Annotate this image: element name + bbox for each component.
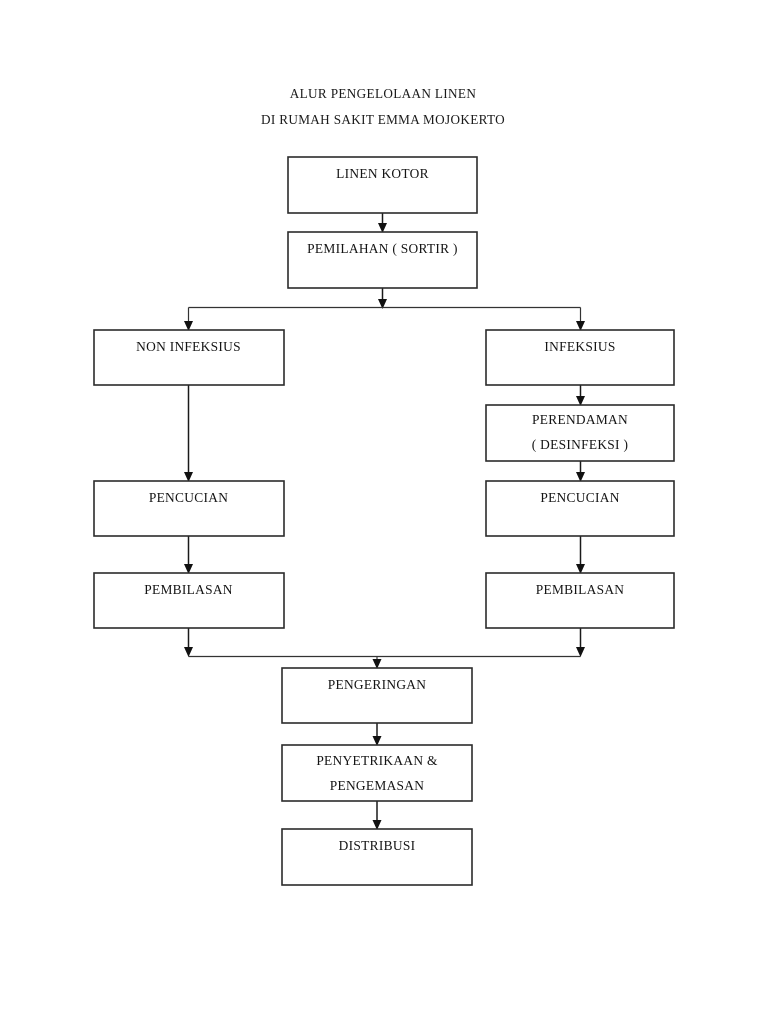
edge-perendaman-to-pencucian bbox=[576, 461, 585, 482]
node-layer: LINEN KOTOR PEMILAHAN ( SORTIR ) NON INF… bbox=[93, 156, 675, 886]
arrow-head-icon bbox=[184, 321, 193, 331]
node-distribusi[interactable]: DISTRIBUSI bbox=[281, 828, 473, 886]
arrow-head-icon bbox=[378, 223, 387, 233]
node-label: PEMILAHAN ( SORTIR ) bbox=[307, 241, 458, 256]
node-penyetrikaan-pengemasan[interactable]: PENYETRIKAAN & PENGEMASAN bbox=[281, 744, 473, 802]
node-box[interactable] bbox=[93, 329, 285, 386]
edge-pengeringan-to-penyetrikaan bbox=[372, 723, 382, 746]
node-label: INFEKSIUS bbox=[544, 339, 615, 354]
node-linen-kotor[interactable]: LINEN KOTOR bbox=[287, 156, 478, 214]
arrow-head-icon bbox=[184, 647, 193, 657]
node-label: PEMBILASAN bbox=[144, 582, 233, 597]
node-perendaman[interactable]: PERENDAMAN ( DESINFEKSI ) bbox=[485, 404, 675, 462]
node-label: DISTRIBUSI bbox=[339, 838, 416, 853]
arrow-head-icon bbox=[372, 820, 382, 830]
node-pengeringan[interactable]: PENGERINGAN bbox=[281, 667, 473, 724]
arrow-head-icon bbox=[184, 472, 193, 482]
diagram-title: ALUR PENGELOLAAN LINEN DI RUMAH SAKIT EM… bbox=[261, 86, 505, 127]
node-label-line-1: PERENDAMAN bbox=[532, 412, 628, 427]
node-label-line-1: PENYETRIKAAN & bbox=[316, 753, 438, 768]
edge-non-infeksius-to-pencucian bbox=[184, 385, 193, 482]
arrow-head-icon bbox=[378, 299, 387, 309]
node-box[interactable] bbox=[485, 480, 675, 537]
node-label-line-2: PENGEMASAN bbox=[330, 778, 425, 793]
node-pembilasan-kanan[interactable]: PEMBILASAN bbox=[485, 572, 675, 629]
arrow-head-icon bbox=[576, 396, 585, 406]
edge-infeksius-to-perendaman bbox=[576, 385, 585, 406]
node-box[interactable] bbox=[93, 572, 285, 629]
node-non-infeksius[interactable]: NON INFEKSIUS bbox=[93, 329, 285, 386]
node-label: PENGERINGAN bbox=[328, 677, 427, 692]
node-label: PENCUCIAN bbox=[149, 490, 228, 505]
node-pemilahan[interactable]: PEMILAHAN ( SORTIR ) bbox=[287, 231, 478, 289]
node-pencucian-kiri[interactable]: PENCUCIAN bbox=[93, 480, 285, 537]
arrow-head-icon bbox=[576, 647, 585, 657]
title-line-2: DI RUMAH SAKIT EMMA MOJOKERTO bbox=[261, 112, 505, 127]
node-label: NON INFEKSIUS bbox=[136, 339, 241, 354]
edge-pencucian-to-pembilasan-left bbox=[184, 536, 193, 574]
node-box[interactable] bbox=[485, 572, 675, 629]
node-box[interactable] bbox=[281, 667, 473, 724]
node-box[interactable] bbox=[485, 404, 675, 462]
edge-pencucian-to-pembilasan-right bbox=[576, 536, 585, 574]
title-line-1: ALUR PENGELOLAAN LINEN bbox=[290, 86, 477, 101]
edge-linen-kotor-to-pemilahan bbox=[378, 213, 387, 233]
node-box[interactable] bbox=[281, 744, 473, 802]
arrow-head-icon bbox=[372, 659, 382, 669]
edge-penyetrikaan-to-distribusi bbox=[372, 801, 382, 830]
node-box[interactable] bbox=[287, 156, 478, 214]
node-label: PENCUCIAN bbox=[540, 490, 619, 505]
node-box[interactable] bbox=[287, 231, 478, 289]
arrow-head-icon bbox=[576, 472, 585, 482]
arrow-head-icon bbox=[576, 321, 585, 331]
node-pembilasan-kiri[interactable]: PEMBILASAN bbox=[93, 572, 285, 629]
node-infeksius[interactable]: INFEKSIUS bbox=[485, 329, 675, 386]
node-box[interactable] bbox=[93, 480, 285, 537]
connector-layer bbox=[184, 213, 585, 830]
node-label: LINEN KOTOR bbox=[336, 166, 429, 181]
edge-pembilasan-merge bbox=[184, 628, 585, 669]
node-pencucian-kanan[interactable]: PENCUCIAN bbox=[485, 480, 675, 537]
node-label: PEMBILASAN bbox=[536, 582, 625, 597]
arrow-head-icon bbox=[576, 564, 585, 574]
node-box[interactable] bbox=[281, 828, 473, 886]
edge-pemilahan-split bbox=[184, 288, 585, 331]
node-label-line-2: ( DESINFEKSI ) bbox=[532, 437, 628, 452]
arrow-head-icon bbox=[184, 564, 193, 574]
node-box[interactable] bbox=[485, 329, 675, 386]
arrow-head-icon bbox=[372, 736, 382, 746]
